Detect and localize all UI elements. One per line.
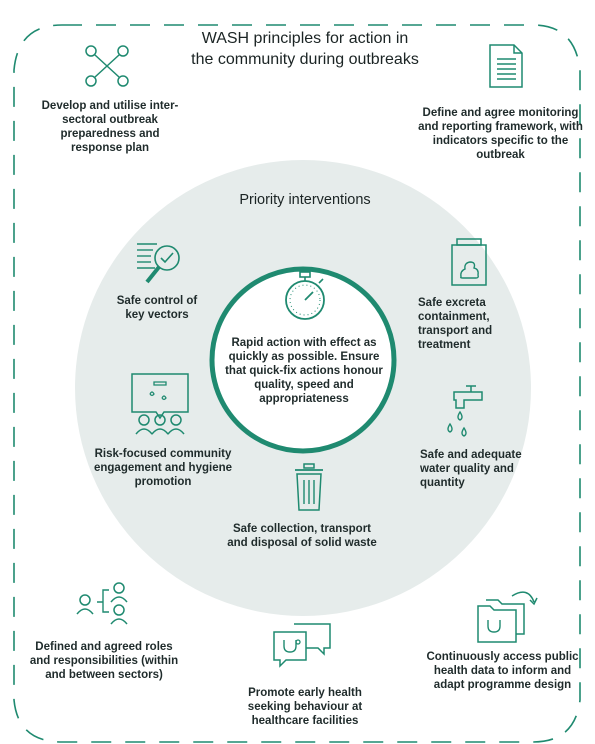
diagram-title: WASH principles for action in the commun…	[191, 30, 419, 68]
priority-title: Priority interventions	[239, 192, 371, 208]
community-meeting-icon	[130, 372, 190, 436]
principle-health-seeking: Promote early health seeking behaviour a…	[247, 687, 363, 727]
excreta-container-icon	[449, 237, 489, 287]
intervention-water: Safe and adequate water quality and quan…	[420, 449, 522, 489]
health-chat-icon	[272, 622, 332, 670]
intervention-engagement: Risk-focused community engagement and hy…	[93, 448, 233, 488]
stopwatch-icon	[283, 270, 327, 322]
dashed-border	[13, 24, 581, 743]
intervention-solid-waste: Safe collection, transport and disposal …	[227, 523, 377, 549]
water-tap-icon	[440, 380, 486, 442]
roles-people-icon	[75, 580, 135, 626]
document-icon	[488, 43, 524, 89]
principle-roles: Defined and agreed roles and responsibil…	[29, 641, 179, 681]
center-text: Rapid action with effect as quickly as p…	[225, 337, 383, 405]
waste-bin-icon	[293, 462, 325, 512]
data-folder-icon	[476, 588, 540, 644]
intervention-vector-control: Safe control of key vectors	[116, 295, 198, 321]
principle-preparedness-plan: Develop and utilise inter-sectoral outbr…	[41, 100, 179, 154]
intervention-excreta: Safe excreta containment, transport and …	[418, 297, 493, 351]
network-icon	[84, 45, 130, 87]
principle-public-health-data: Continuously access public health data t…	[426, 651, 579, 691]
principle-monitoring-framework: Define and agree monitoring and reportin…	[418, 107, 583, 161]
center-circle	[209, 266, 397, 454]
magnifier-check-icon	[135, 238, 183, 290]
